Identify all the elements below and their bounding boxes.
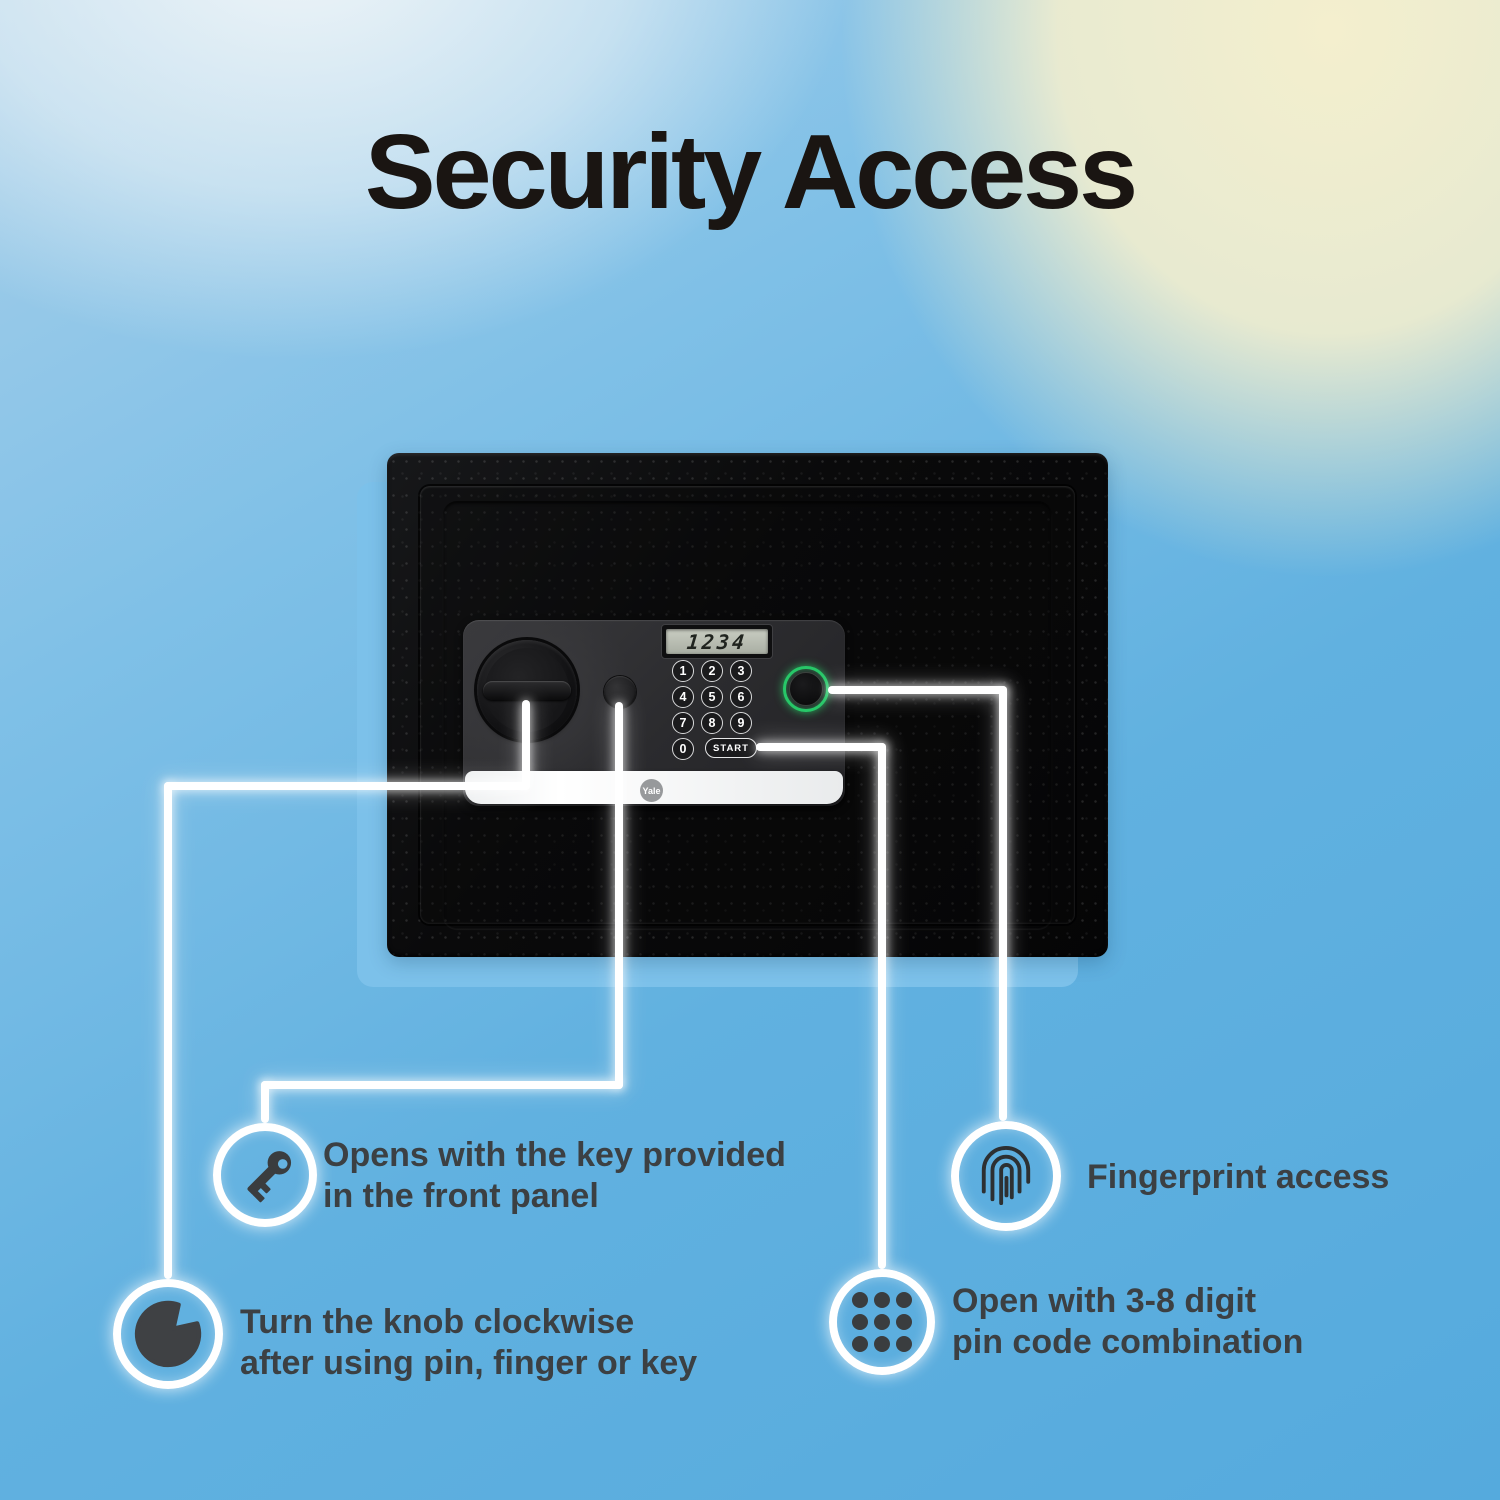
connector-line-fingerprint-v — [999, 686, 1007, 1121]
connector-line-fingerprint-h — [828, 686, 1007, 694]
keypad-button-3: 3 — [730, 660, 752, 682]
key-callout-text: Opens with the key provided in the front… — [323, 1136, 786, 1215]
lcd-digits: 1234 — [685, 629, 749, 654]
fingerprint-callout-text: Fingerprint access — [1087, 1158, 1390, 1196]
knob-callout-ring — [113, 1279, 223, 1389]
keypad-button-6: 6 — [730, 686, 752, 708]
yale-logo: Yale — [640, 779, 663, 802]
connector-line-knob-h — [164, 782, 530, 790]
knob-callout-text: Turn the knob clockwise after using pin,… — [240, 1303, 698, 1382]
knob-handle — [483, 681, 571, 700]
keypad-button-0: 0 — [672, 738, 694, 760]
start-button: START — [705, 738, 757, 758]
fingerprint-callout-ring — [951, 1121, 1061, 1231]
keypad-button-2: 2 — [701, 660, 723, 682]
lcd-screen: 1234 — [666, 629, 768, 654]
key-icon — [247, 1151, 292, 1203]
keypad-button-9: 9 — [730, 712, 752, 734]
key-callout-ring — [213, 1123, 317, 1227]
knob-icon — [134, 1300, 202, 1368]
lcd-display: 1234 — [661, 624, 773, 659]
connector-line-key-v2 — [261, 1081, 269, 1123]
connector-line-start-v — [878, 743, 886, 1269]
keypad-button-7: 7 — [672, 712, 694, 734]
connector-line-key-h — [261, 1081, 623, 1089]
keypad-button-4: 4 — [672, 686, 694, 708]
pin-pad-icon — [852, 1292, 912, 1352]
fingerprint-sensor-pad — [789, 672, 823, 706]
fingerprint-sensor — [783, 666, 829, 712]
connector-line-knob-v1 — [522, 700, 530, 790]
keypad-panel: 1234 1 2 3 4 5 6 7 8 9 0 START Yale — [463, 620, 845, 806]
keypad-button-8: 8 — [701, 712, 723, 734]
connector-line-start-h — [756, 743, 886, 751]
pin-callout-ring — [829, 1269, 935, 1375]
connector-line-knob-v2 — [164, 782, 172, 1279]
keypad-button-5: 5 — [701, 686, 723, 708]
pin-callout-text: Open with 3-8 digit pin code combination — [952, 1282, 1304, 1361]
safe-door: 1234 1 2 3 4 5 6 7 8 9 0 START Yale — [387, 453, 1108, 957]
page-title: Security Access — [364, 113, 1138, 231]
connector-line-key-v1 — [615, 702, 623, 1089]
keypad-button-1: 1 — [672, 660, 694, 682]
fingerprint-icon — [981, 1146, 1031, 1205]
